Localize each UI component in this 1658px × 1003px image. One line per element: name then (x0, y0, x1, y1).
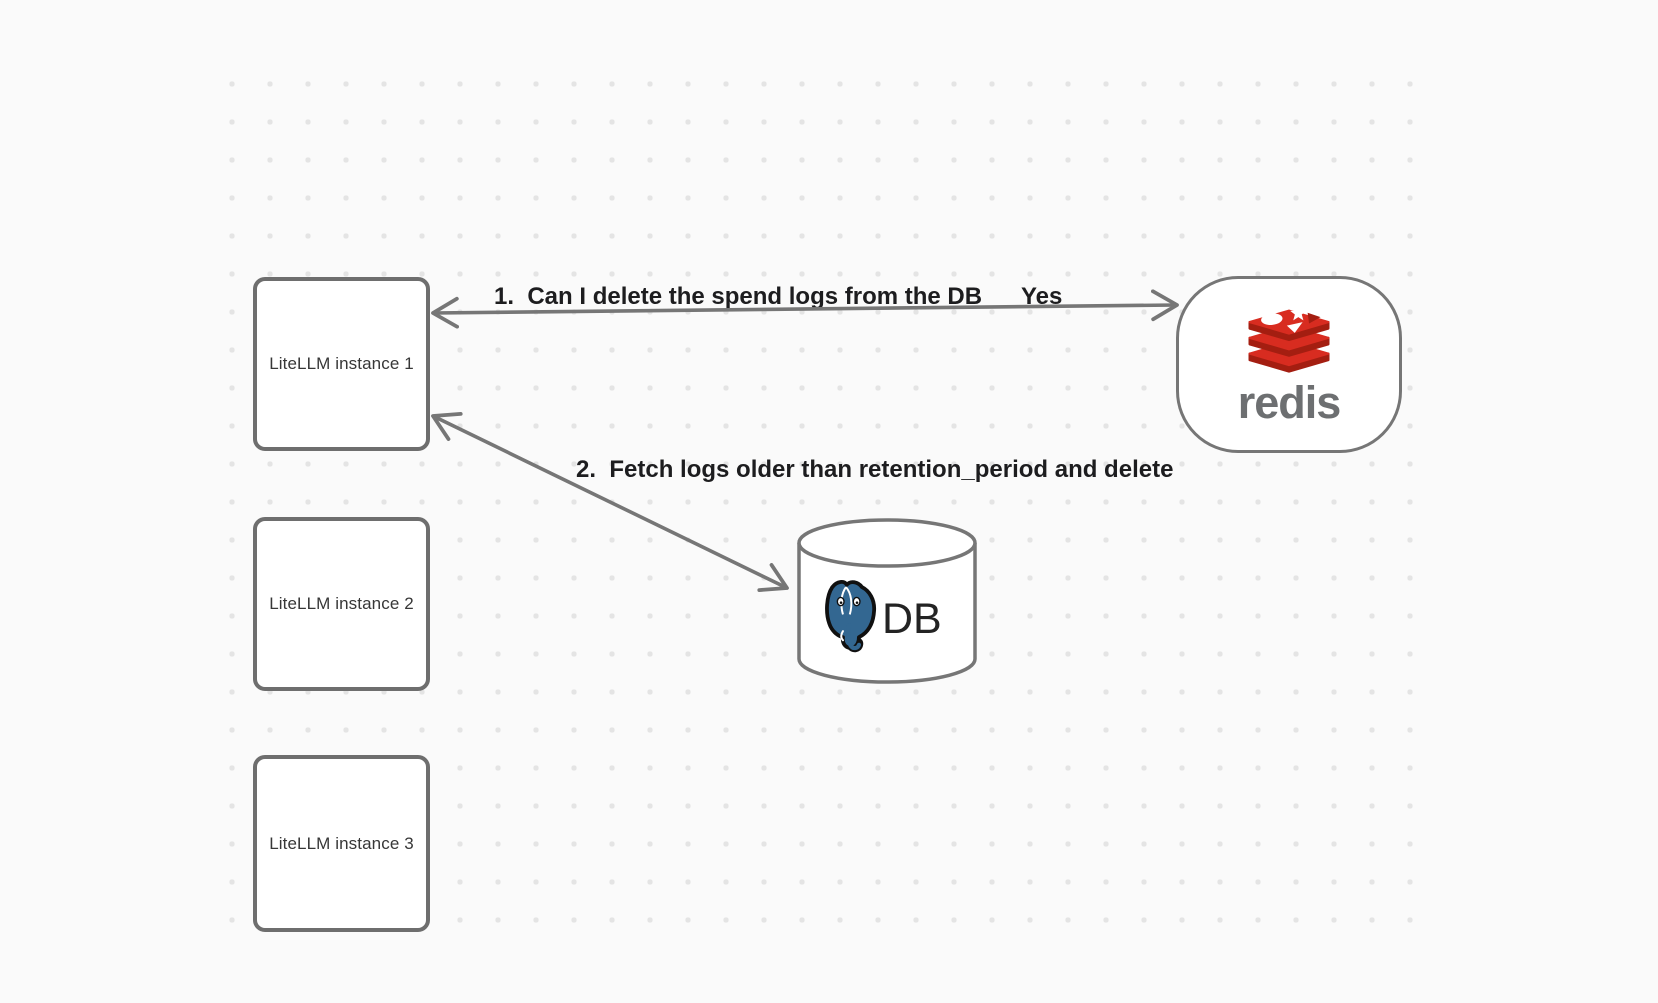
litellm-instance-2-label: LiteLLM instance 2 (269, 594, 414, 613)
db-node-label: DB (882, 595, 942, 643)
edge-1-response-label[interactable]: Yes (1021, 283, 1063, 310)
edge-2-label[interactable]: 2. Fetch logs older than retention_perio… (576, 456, 1174, 483)
litellm-instance-1-node[interactable]: LiteLLM instance 1 (253, 277, 430, 451)
redis-node[interactable]: redis (1176, 276, 1402, 453)
redis-wordmark: redis (1237, 377, 1342, 428)
postgresql-elephant-icon (825, 580, 876, 653)
redis-stack-icon (1248, 304, 1330, 373)
db-cylinder[interactable] (797, 518, 977, 684)
litellm-instance-3-node[interactable]: LiteLLM instance 3 (253, 755, 430, 932)
litellm-instance-2-node[interactable]: LiteLLM instance 2 (253, 517, 430, 691)
litellm-instance-3-label: LiteLLM instance 3 (269, 833, 414, 853)
edge-1-label[interactable]: 1. Can I delete the spend logs from the … (494, 283, 983, 310)
litellm-instance-1-label: LiteLLM instance 1 (269, 354, 414, 373)
